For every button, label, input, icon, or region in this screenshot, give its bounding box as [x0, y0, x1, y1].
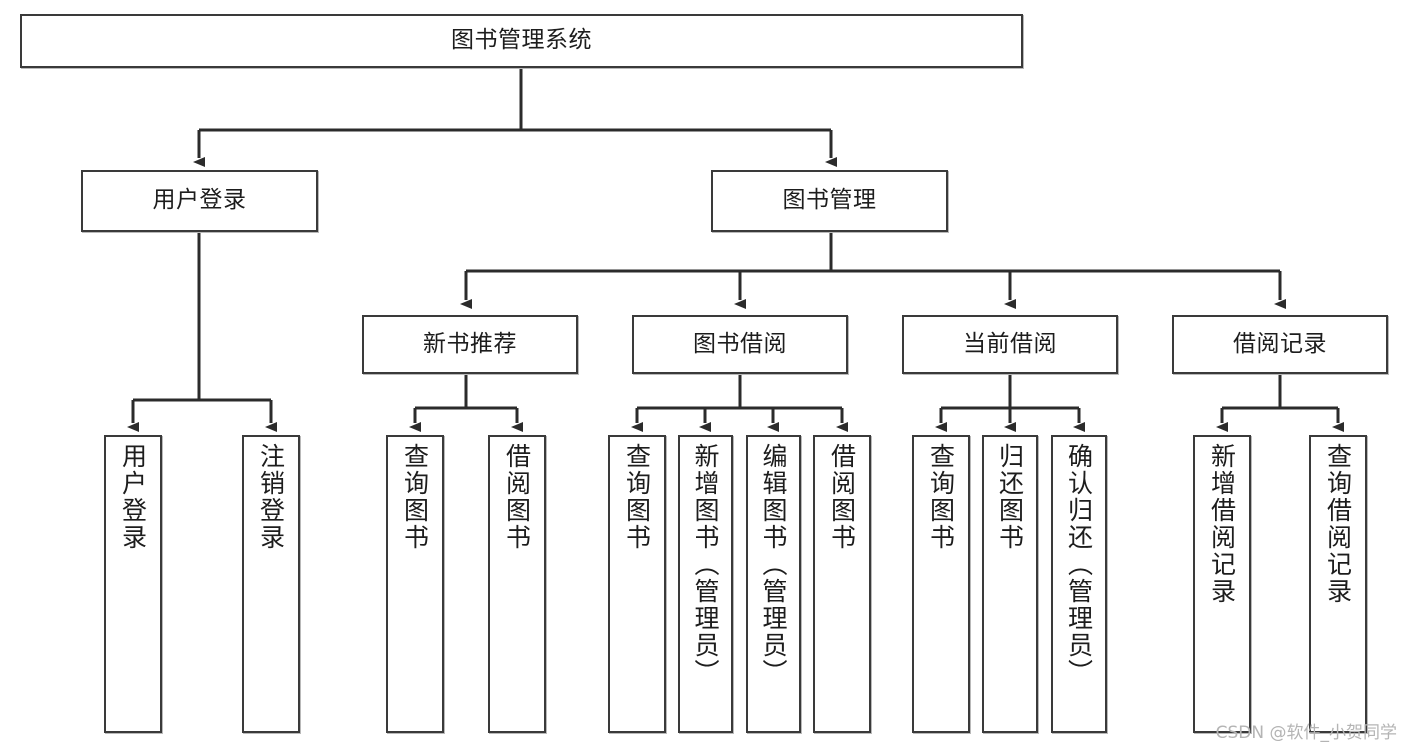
- node-label: 用户登录: [152, 187, 247, 214]
- node-book-borrow[interactable]: 图书借阅: [632, 315, 848, 374]
- node-borrow-record[interactable]: 借阅记录: [1172, 315, 1388, 374]
- leaf-borrow-book-recommend[interactable]: 借阅图书: [488, 435, 546, 733]
- leaf-confirm-return-admin[interactable]: 确认归还（管理员）: [1051, 435, 1107, 733]
- node-label: 查询图书: [622, 443, 652, 551]
- leaf-user-login[interactable]: 用户登录: [104, 435, 162, 733]
- node-label: 当前借阅: [963, 330, 1057, 357]
- node-root-book-management-system[interactable]: 图书管理系统: [20, 14, 1023, 68]
- node-label: 注销登录: [256, 443, 286, 551]
- node-new-book-recommend[interactable]: 新书推荐: [362, 315, 578, 374]
- node-current-borrow[interactable]: 当前借阅: [902, 315, 1118, 374]
- node-label: 借阅记录: [1233, 330, 1327, 357]
- leaf-query-book-recommend[interactable]: 查询图书: [386, 435, 444, 733]
- leaf-query-book-borrow[interactable]: 查询图书: [608, 435, 666, 733]
- node-label: 查询图书: [926, 443, 956, 551]
- leaf-query-borrow-record[interactable]: 查询借阅记录: [1309, 435, 1367, 733]
- node-label: 确认归还（管理员）: [1064, 443, 1094, 686]
- leaf-logout-login[interactable]: 注销登录: [242, 435, 300, 733]
- leaf-edit-book-admin[interactable]: 编辑图书（管理员）: [746, 435, 801, 733]
- node-label: 编辑图书（管理员）: [759, 443, 788, 686]
- node-label: 查询借阅记录: [1323, 443, 1353, 605]
- node-label: 新书推荐: [423, 330, 517, 357]
- node-label: 图书管理系统: [451, 27, 592, 54]
- node-label: 用户登录: [118, 443, 148, 551]
- leaf-return-book[interactable]: 归还图书: [982, 435, 1038, 733]
- leaf-borrow-book[interactable]: 借阅图书: [813, 435, 871, 733]
- node-label: 借阅图书: [827, 443, 857, 551]
- leaf-add-borrow-record[interactable]: 新增借阅记录: [1193, 435, 1251, 733]
- node-label: 归还图书: [995, 443, 1025, 551]
- node-label: 新增借阅记录: [1207, 443, 1237, 605]
- csdn-watermark: CSDN @软件_小贺同学: [1215, 723, 1397, 743]
- node-label: 图书借阅: [693, 330, 787, 357]
- node-label: 借阅图书: [502, 443, 532, 551]
- leaf-query-book-current[interactable]: 查询图书: [912, 435, 970, 733]
- node-label: 查询图书: [400, 443, 430, 551]
- node-user-login[interactable]: 用户登录: [81, 170, 318, 232]
- node-book-management[interactable]: 图书管理: [711, 170, 948, 232]
- leaf-add-book-admin[interactable]: 新增图书（管理员）: [678, 435, 733, 733]
- node-label: 图书管理: [782, 187, 877, 214]
- node-label: 新增图书（管理员）: [691, 443, 720, 686]
